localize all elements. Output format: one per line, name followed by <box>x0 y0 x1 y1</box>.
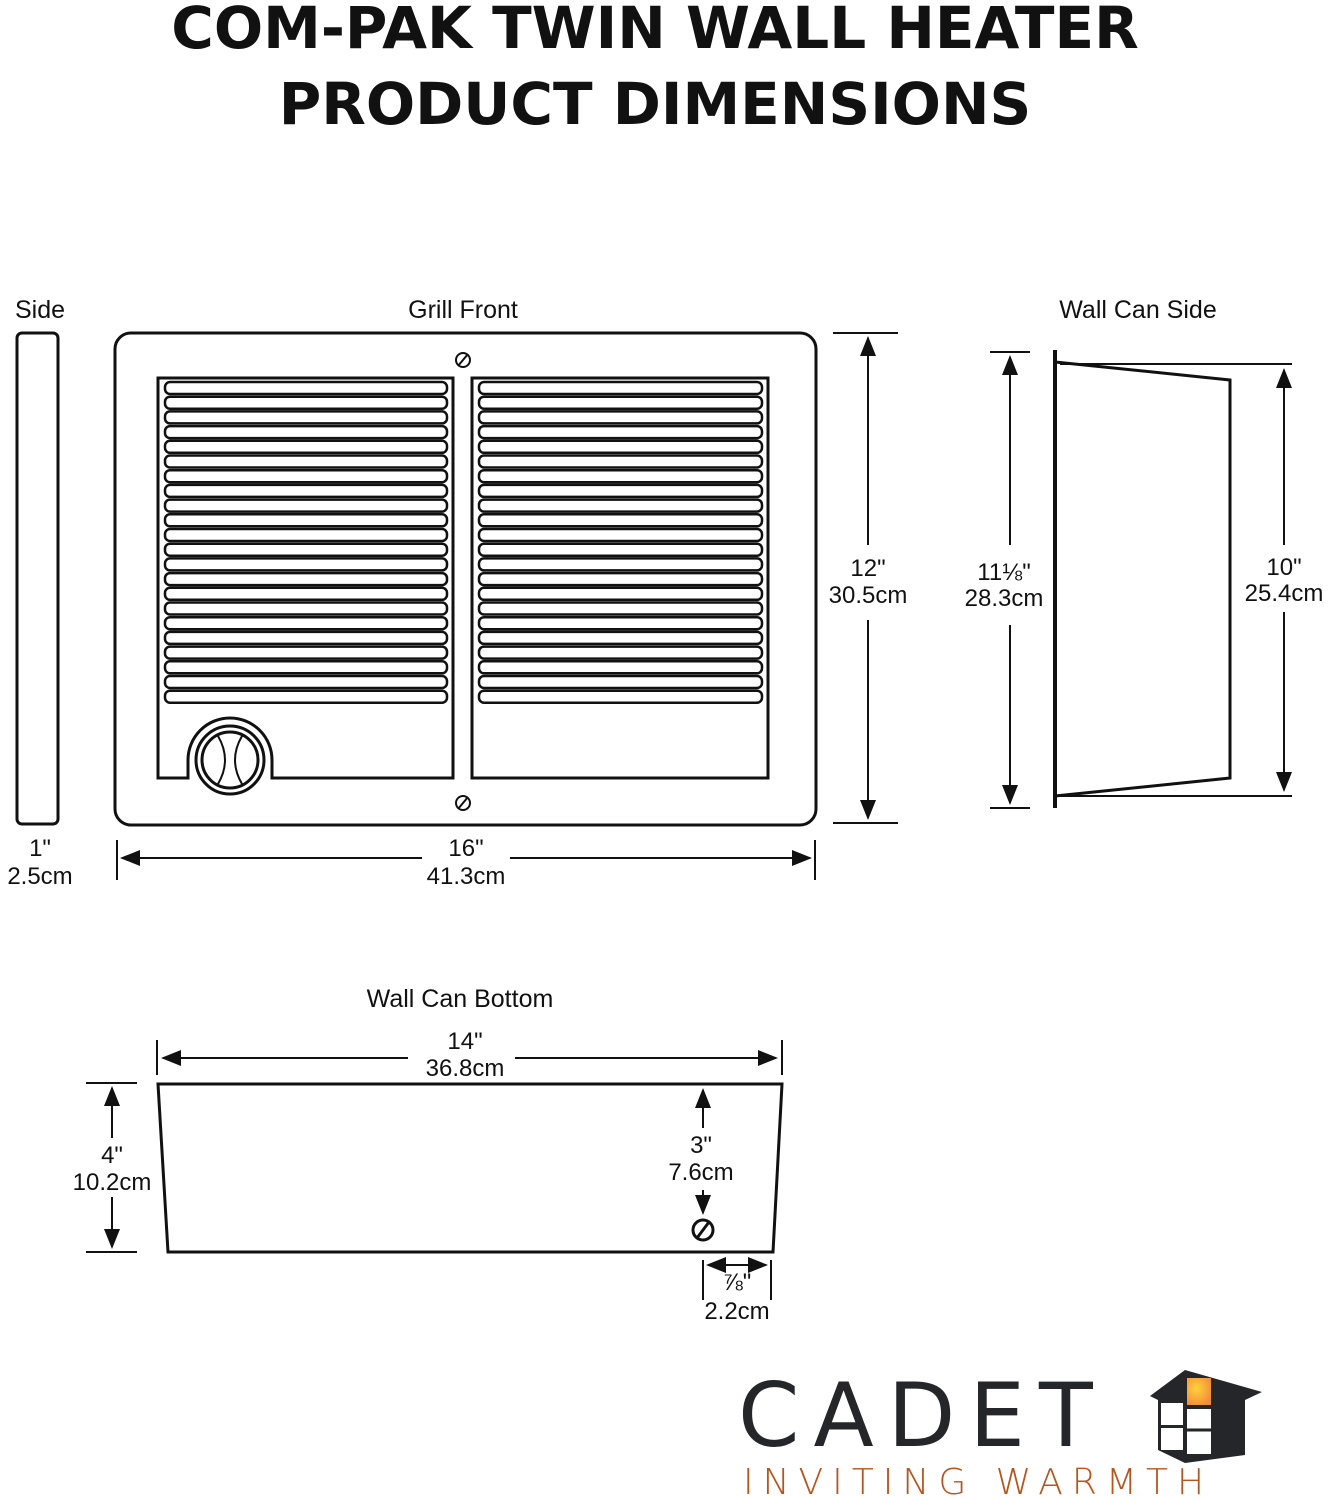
louver <box>163 586 449 602</box>
louver <box>163 439 449 455</box>
louver <box>163 410 449 425</box>
title-line-2: PRODUCT DIMENSIONS <box>279 70 1032 138</box>
louver <box>477 468 764 484</box>
wall-can-inner-in: 10" <box>1266 554 1301 581</box>
screw-icon <box>455 352 471 368</box>
wall-can-outer-in: 11⅛" <box>977 559 1030 586</box>
louver <box>477 601 764 616</box>
louver <box>163 660 449 675</box>
louver <box>477 557 764 572</box>
cadet-logo: CADET INVITING WARMTH <box>738 1364 1262 1500</box>
hole-distance-in: 3" <box>690 1132 712 1159</box>
louver <box>477 483 764 499</box>
louver <box>477 498 764 513</box>
louver <box>163 689 449 704</box>
wall-can-inner-cm: 25.4cm <box>1245 580 1324 607</box>
louver <box>477 513 764 528</box>
louver <box>163 557 449 572</box>
louver <box>477 380 764 396</box>
house-icon <box>1150 1370 1262 1463</box>
louver <box>477 542 764 557</box>
louver <box>477 395 764 410</box>
louver <box>477 660 764 675</box>
louver <box>163 527 449 543</box>
wall-can-outer-cm: 28.3cm <box>965 585 1044 612</box>
louver <box>163 498 449 513</box>
side-width-in: 1" <box>29 835 51 862</box>
louver <box>163 468 449 484</box>
wall-can-bottom-label: Wall Can Bottom <box>367 985 554 1013</box>
louver <box>163 674 449 690</box>
bottom-depth-in: 4" <box>101 1142 123 1169</box>
logo-tagline: INVITING WARMTH <box>743 1462 1213 1500</box>
hole-offset-cm: 2.2cm <box>704 1298 769 1325</box>
louvers-left <box>163 380 449 704</box>
louver <box>163 424 449 440</box>
grill-width-cm: 41.3cm <box>427 863 506 890</box>
side-view: Side 1" 2.5cm <box>7 296 72 890</box>
screw-icon <box>455 795 471 811</box>
louver <box>477 410 764 425</box>
thermostat-knob-icon <box>194 724 266 796</box>
grill-front-view: Grill Front 16" 41.3cm 12" 30.5cm <box>113 296 908 890</box>
title-line-1: COM-PAK TWIN WALL HEATER <box>171 0 1138 62</box>
bottom-width-cm: 36.8cm <box>426 1055 505 1082</box>
louver <box>163 542 449 557</box>
louver <box>163 601 449 616</box>
hole-distance-cm: 7.6cm <box>668 1159 733 1186</box>
grill-width-in: 16" <box>448 835 483 862</box>
louver <box>163 615 449 631</box>
grill-height-in: 12" <box>850 555 885 582</box>
logo-brand: CADET <box>738 1364 1107 1467</box>
louver <box>163 380 449 396</box>
grill-front-label: Grill Front <box>408 296 518 324</box>
louver <box>477 424 764 440</box>
grill-height-cm: 30.5cm <box>829 582 908 609</box>
louver <box>477 527 764 543</box>
hole-offset-in: ⅞" <box>723 1269 752 1296</box>
louver <box>163 645 449 660</box>
louver <box>163 483 449 499</box>
louver <box>477 674 764 690</box>
louver <box>477 454 764 469</box>
louvers-right <box>477 380 764 704</box>
bottom-width-in: 14" <box>447 1028 482 1055</box>
louver <box>477 571 764 587</box>
louver <box>163 513 449 528</box>
louver <box>477 439 764 455</box>
wall-can-side-view: Wall Can Side 11⅛" 28.3cm 10" 25.4cm <box>965 296 1324 809</box>
louver <box>477 689 764 704</box>
louver <box>477 615 764 631</box>
side-width-cm: 2.5cm <box>7 863 72 890</box>
louver <box>163 395 449 410</box>
wall-can-side-label: Wall Can Side <box>1059 296 1216 324</box>
louver <box>163 571 449 587</box>
louver <box>477 645 764 660</box>
side-label: Side <box>15 296 65 324</box>
wall-can-bottom-view: Wall Can Bottom 14" 36.8cm 4" 10.2cm 3" … <box>73 985 784 1325</box>
bottom-depth-cm: 10.2cm <box>73 1169 152 1196</box>
louver <box>477 586 764 602</box>
louver <box>477 630 764 646</box>
louver <box>163 630 449 646</box>
louver <box>163 454 449 469</box>
mounting-hole-icon <box>691 1218 715 1242</box>
